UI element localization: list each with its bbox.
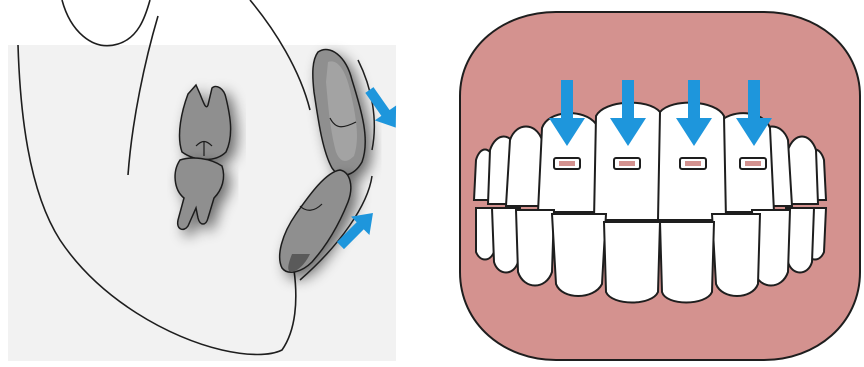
bracket-slot xyxy=(745,161,761,166)
bracket-slot xyxy=(619,161,635,166)
frontal-teeth-svg xyxy=(456,0,864,367)
lower-tooth xyxy=(660,222,714,303)
bracket-slot xyxy=(559,161,575,166)
lower-tooth xyxy=(712,214,760,296)
lower-tooth xyxy=(552,214,606,296)
lower-tooth xyxy=(604,222,660,303)
frontal-teeth-illustration xyxy=(456,0,864,367)
palate-line xyxy=(62,0,150,46)
jaw-profile-svg xyxy=(0,0,400,367)
bracket-slot xyxy=(685,161,701,166)
jaw-profile-illustration xyxy=(0,0,400,367)
lower-tooth xyxy=(516,210,554,286)
